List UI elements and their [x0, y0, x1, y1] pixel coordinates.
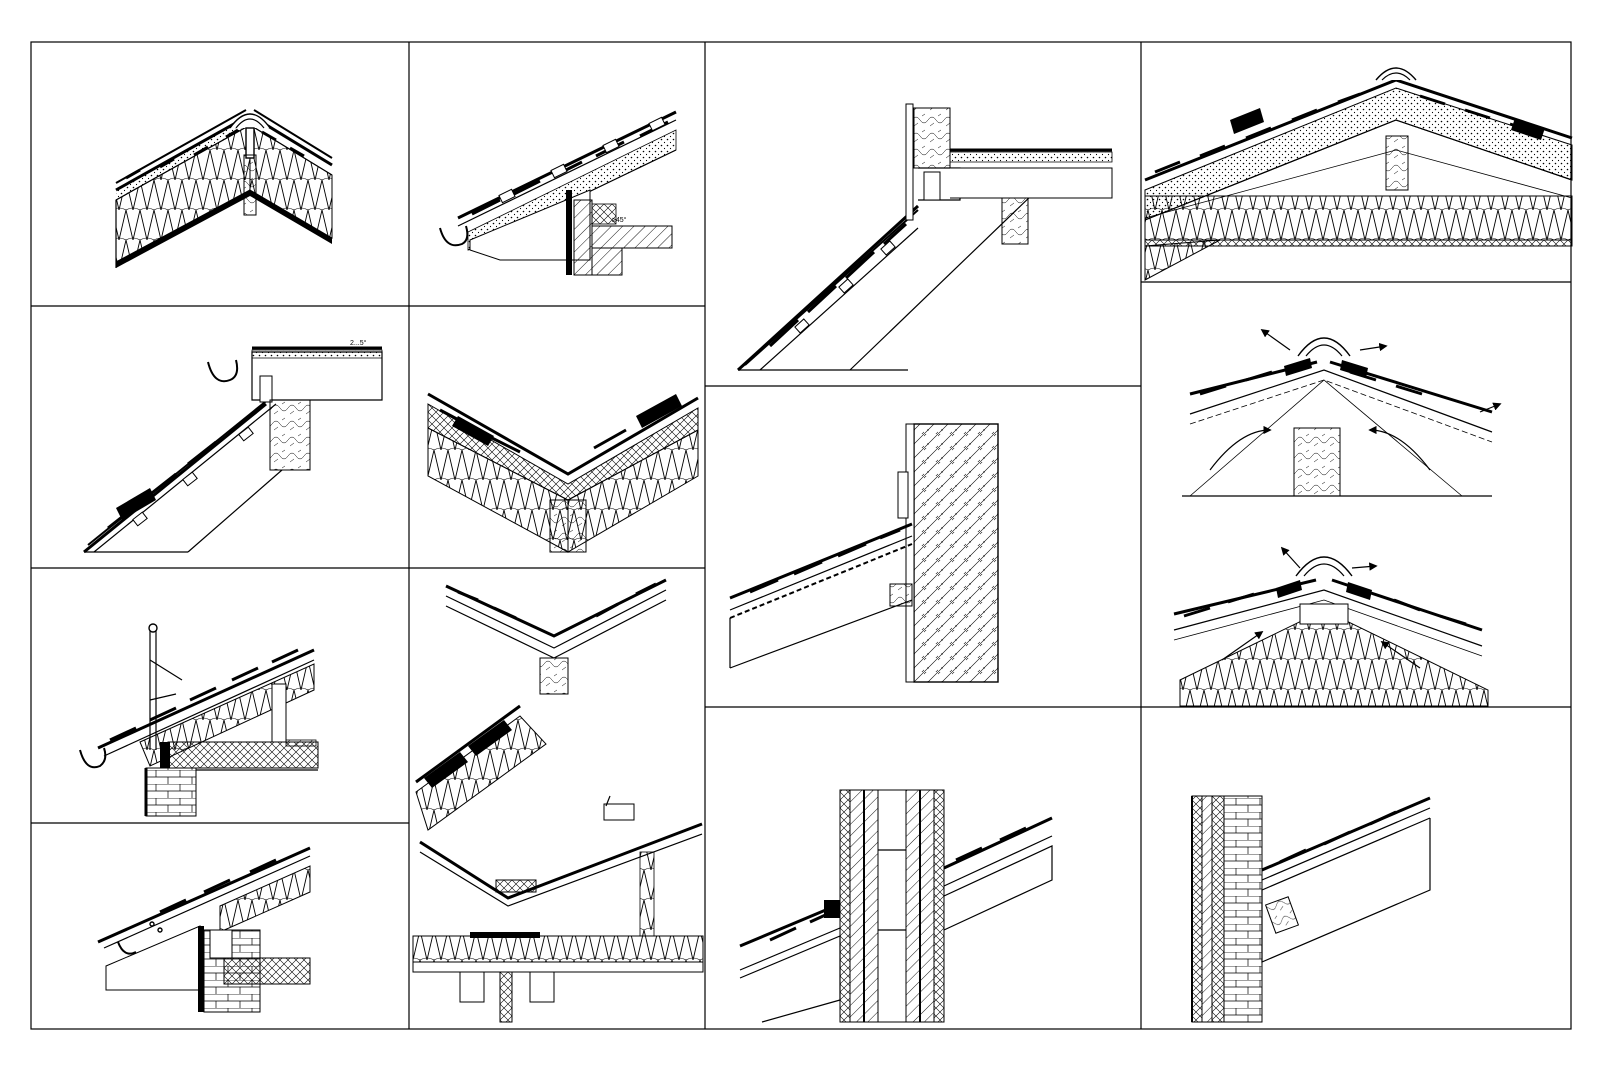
sheet-frame [30, 41, 1572, 1030]
detail-eaves-wall-snowguard [79, 623, 319, 817]
detail-eaves-gutter-top: ≥45° [439, 110, 677, 276]
detail-vented-ridge-lower [1173, 546, 1489, 707]
detail-valley-simple [445, 578, 667, 695]
detail-slope-to-flat-junction [736, 103, 1113, 372]
detail-eaves-to-wall [97, 846, 311, 1013]
detail-valley-insulated [427, 392, 699, 553]
detail-slope-to-concrete-wall [729, 423, 999, 683]
detail-eaves-flat-overhang: 2...5° [83, 339, 383, 554]
detail-slope-to-masonry-wall [1191, 795, 1431, 1023]
detail-vented-ridge-upper [1182, 329, 1502, 497]
detail-chimney-penetration [739, 789, 1053, 1023]
detail-ridge-insulated [115, 109, 333, 268]
detail-vented-valley-floor [412, 704, 704, 1023]
angle-note: ≥45° [612, 216, 627, 224]
slope-note: 2...5° [350, 339, 367, 347]
detail-ridge-wide [1144, 67, 1573, 281]
